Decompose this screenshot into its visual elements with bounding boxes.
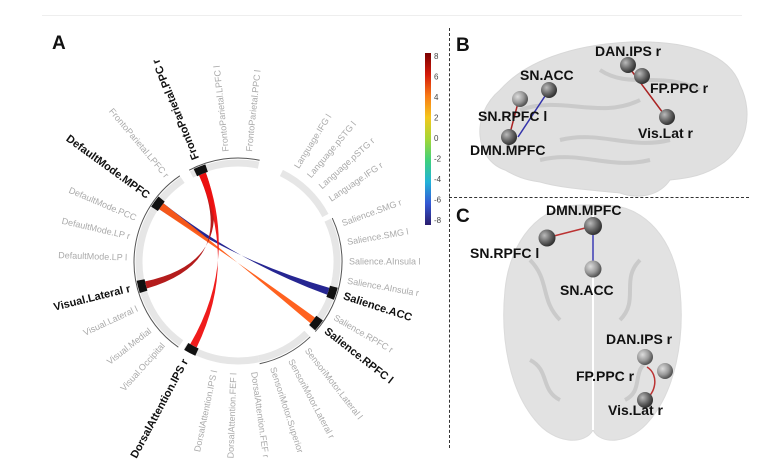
ring-segment xyxy=(257,330,310,363)
region-highlight-block xyxy=(151,196,165,211)
region-label: Visual.Lateral l xyxy=(82,304,140,338)
chord-labels: FrontoParietal.PPC r FrontoParietal.LPFC … xyxy=(52,56,420,460)
colorbar-tick-label: 2 xyxy=(434,114,439,123)
node-sn-rpfc xyxy=(512,91,528,107)
ring-segment xyxy=(149,177,185,215)
node-dan-ips xyxy=(620,57,636,73)
region-label: DorsalAttention.FEF r xyxy=(249,371,271,458)
brain-c-label-sn-acc: SN.ACC xyxy=(560,282,614,298)
node-c-fp-ppc xyxy=(657,363,673,379)
panel-b-label: B xyxy=(456,35,470,56)
region-label: FrontoParietal.PPC l xyxy=(244,69,263,152)
node-c-dan-ips xyxy=(637,349,653,365)
region-label: DefaultMode.LP r xyxy=(61,216,131,241)
region-label: Salience.AInsula l xyxy=(349,256,421,266)
colorbar-tick-label: 0 xyxy=(434,134,439,143)
region-label: FrontoParietal.PPC r xyxy=(150,56,202,161)
brain-c-label-sn-rpfc: SN.RPFC l xyxy=(470,245,540,261)
brain-c-label-vis-lat: Vis.Lat r xyxy=(608,402,663,418)
node-c-sn-rpfc xyxy=(538,229,556,247)
horizontal-separator xyxy=(449,197,749,198)
edge-c-fp-ppc-vis-lat xyxy=(644,366,656,400)
region-label: FrontoParietal.LPFC l xyxy=(212,65,231,152)
panel-a-label: A xyxy=(52,33,66,54)
node-c-dmn-mpfc xyxy=(584,217,602,235)
brain-b-label-dan-ips: DAN.IPS r xyxy=(595,43,662,59)
ring-segment xyxy=(141,294,184,346)
network-arc xyxy=(133,209,149,298)
chord-ribbons xyxy=(145,172,330,348)
region-label: DefaultMode.LP l xyxy=(58,250,127,262)
colorbar-tick-label: -8 xyxy=(434,216,442,225)
region-label: Salience.SMG r xyxy=(340,197,403,228)
chord-diagram: FrontoParietal.PPC r FrontoParietal.LPFC … xyxy=(52,52,442,460)
region-label: Salience.SMG l xyxy=(346,226,409,247)
colorbar-tick-label: 4 xyxy=(434,93,439,102)
colorbar-tick-label: -2 xyxy=(434,155,442,164)
connection-ribbon xyxy=(159,203,330,295)
edge-c-sn-rpfc-dmn xyxy=(545,225,594,239)
brain-b-label-dmn-mpfc: DMN.MPFC xyxy=(470,142,546,158)
vertical-separator xyxy=(449,28,450,448)
network-arc xyxy=(147,175,181,211)
region-label: DefaultMode.PCC xyxy=(67,185,138,223)
network-arc xyxy=(259,336,311,365)
region-highlight-block xyxy=(193,164,208,177)
brain-c-label-fp-ppc: FP.PPC r xyxy=(576,368,635,384)
region-label: DorsalAttention.FEF l xyxy=(226,373,239,459)
colorbar-tick-label: 8 xyxy=(434,52,439,61)
connection-ribbon xyxy=(159,203,316,324)
network-arc xyxy=(314,217,343,332)
region-highlight-block xyxy=(326,285,338,300)
region-highlight-block xyxy=(184,342,199,356)
brain-b-label-fp-ppc: FP.PPC r xyxy=(650,80,709,96)
colorbar-tick-label: -6 xyxy=(434,196,442,205)
region-label: Salience.ACC xyxy=(342,291,414,325)
ring-segment xyxy=(308,218,341,331)
ring-segment xyxy=(279,169,329,218)
brain-c-label-dmn-mpfc: DMN.MPFC xyxy=(546,202,622,218)
region-highlight-block xyxy=(309,315,323,331)
connection-ribbon xyxy=(190,172,219,348)
network-arc xyxy=(188,157,260,171)
connection-ribbon xyxy=(145,172,215,289)
panel-c-label: C xyxy=(456,206,470,227)
colorbar-gradient xyxy=(425,53,431,225)
region-label: Visual.Lateral r xyxy=(52,283,132,314)
brain-b-label-sn-rpfc: SN.RPFC l xyxy=(478,108,548,124)
colorbar-tick-label: 6 xyxy=(434,73,439,82)
brain-c-label-dan-ips: DAN.IPS r xyxy=(606,331,673,347)
node-fp-ppc xyxy=(634,68,650,84)
network-arc xyxy=(139,297,179,348)
brain-b-label-vis-lat: Vis.Lat r xyxy=(638,125,693,141)
chord-arcs xyxy=(133,157,343,365)
brain-b-label-sn-acc: SN.ACC xyxy=(520,67,574,83)
node-c-sn-acc xyxy=(584,260,602,278)
colorbar: 8 6 4 2 0 -2 -4 -6 -8 xyxy=(425,52,442,225)
top-divider xyxy=(42,15,742,16)
node-sn-acc xyxy=(541,82,557,98)
region-label: DorsalAttention.IPS l xyxy=(192,369,219,452)
colorbar-tick-label: -4 xyxy=(434,175,442,184)
node-vis-lat xyxy=(659,109,675,125)
region-highlight-block xyxy=(136,279,148,293)
